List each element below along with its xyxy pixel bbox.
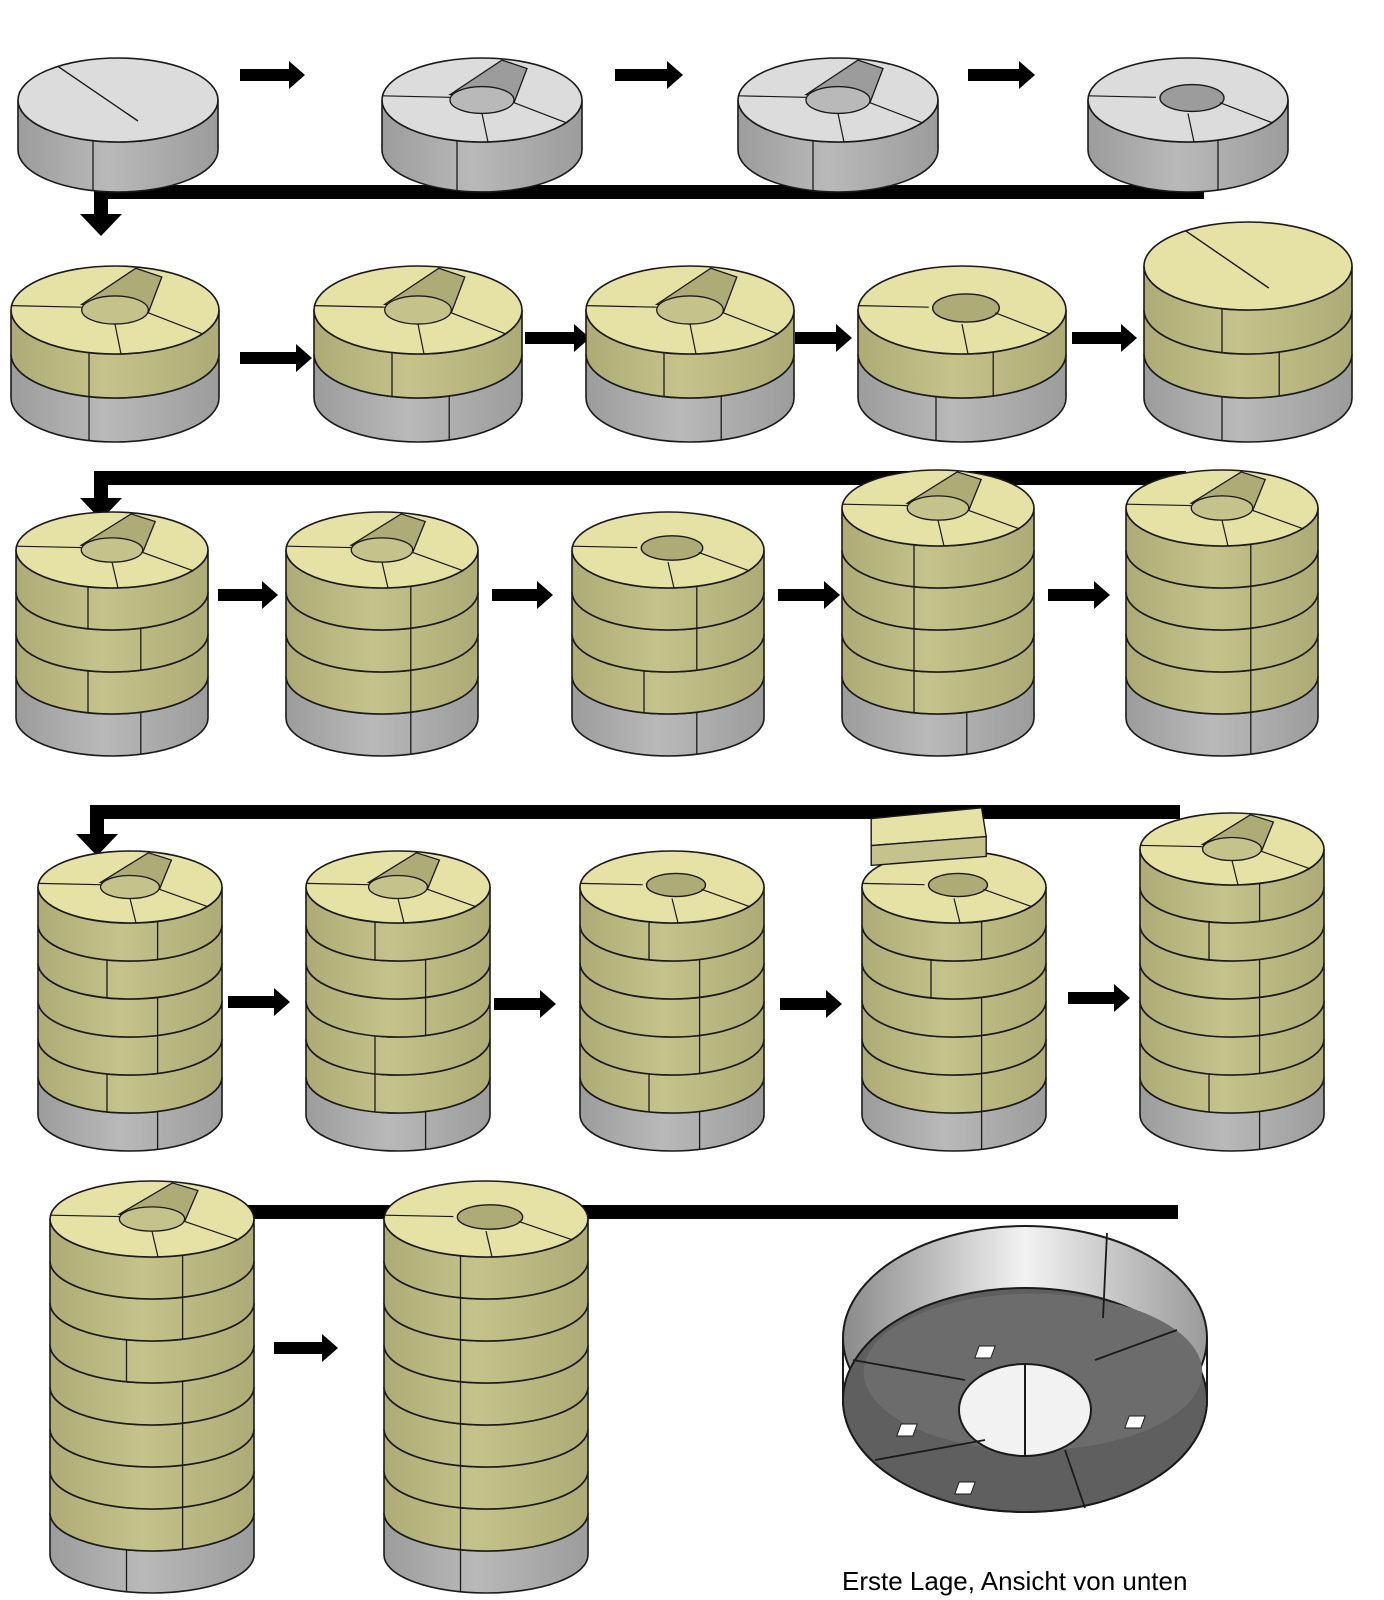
- step-arrow: [274, 1334, 338, 1362]
- step-arrow: [240, 61, 305, 89]
- step-arrow: [228, 988, 290, 1016]
- assembly-step-r3-c4: [842, 470, 1034, 756]
- assembly-step-r5-c1: [50, 1181, 254, 1593]
- step-arrow: [240, 344, 312, 372]
- step-arrow: [795, 324, 852, 352]
- assembly-step-r4-c4: [862, 808, 1046, 1151]
- step-arrow: [492, 581, 553, 609]
- step-arrow: [218, 581, 278, 609]
- bottom-view-caption: Erste Lage, Ansicht von unten: [842, 1566, 1187, 1597]
- assembly-step-r2-c2: [314, 266, 522, 442]
- assembly-step-r4-c1: [38, 851, 222, 1151]
- assembly-step-r3-c2: [286, 512, 478, 756]
- assembly-step-r4-c2: [306, 851, 490, 1151]
- assembly-step-r2-c1: [11, 266, 219, 442]
- step-arrow: [615, 61, 683, 89]
- assembly-step-r1-c1: [18, 58, 218, 192]
- assembly-step-r1-c4: [1088, 58, 1288, 192]
- assembly-step-r2-c4: [858, 266, 1066, 442]
- assembly-step-r5-c2: [384, 1181, 588, 1593]
- step-arrow: [968, 61, 1035, 89]
- assembly-step-r1-c3: [738, 58, 938, 192]
- assembly-step-r4-c5: [1140, 813, 1324, 1151]
- assembly-step-r3-c5: [1126, 470, 1318, 756]
- assembly-step-r2-c3: [586, 266, 794, 442]
- row-return-arrow: [80, 185, 1204, 236]
- step-arrow: [780, 990, 842, 1018]
- assembly-step-r3-c1: [16, 512, 208, 756]
- step-arrow: [778, 581, 840, 609]
- bottom-view-illustration: [843, 1226, 1207, 1512]
- step-arrow: [1048, 581, 1110, 609]
- step-arrow: [1068, 984, 1130, 1012]
- step-arrow: [494, 990, 556, 1018]
- row-return-arrow: [76, 805, 1180, 856]
- assembly-step-r2-c5: [1144, 222, 1352, 442]
- assembly-step-r1-c2: [382, 58, 582, 192]
- step-arrow: [525, 324, 590, 352]
- assembly-step-r4-c3: [580, 851, 764, 1151]
- assembly-step-r3-c3: [572, 512, 764, 756]
- step-arrow: [1072, 324, 1137, 352]
